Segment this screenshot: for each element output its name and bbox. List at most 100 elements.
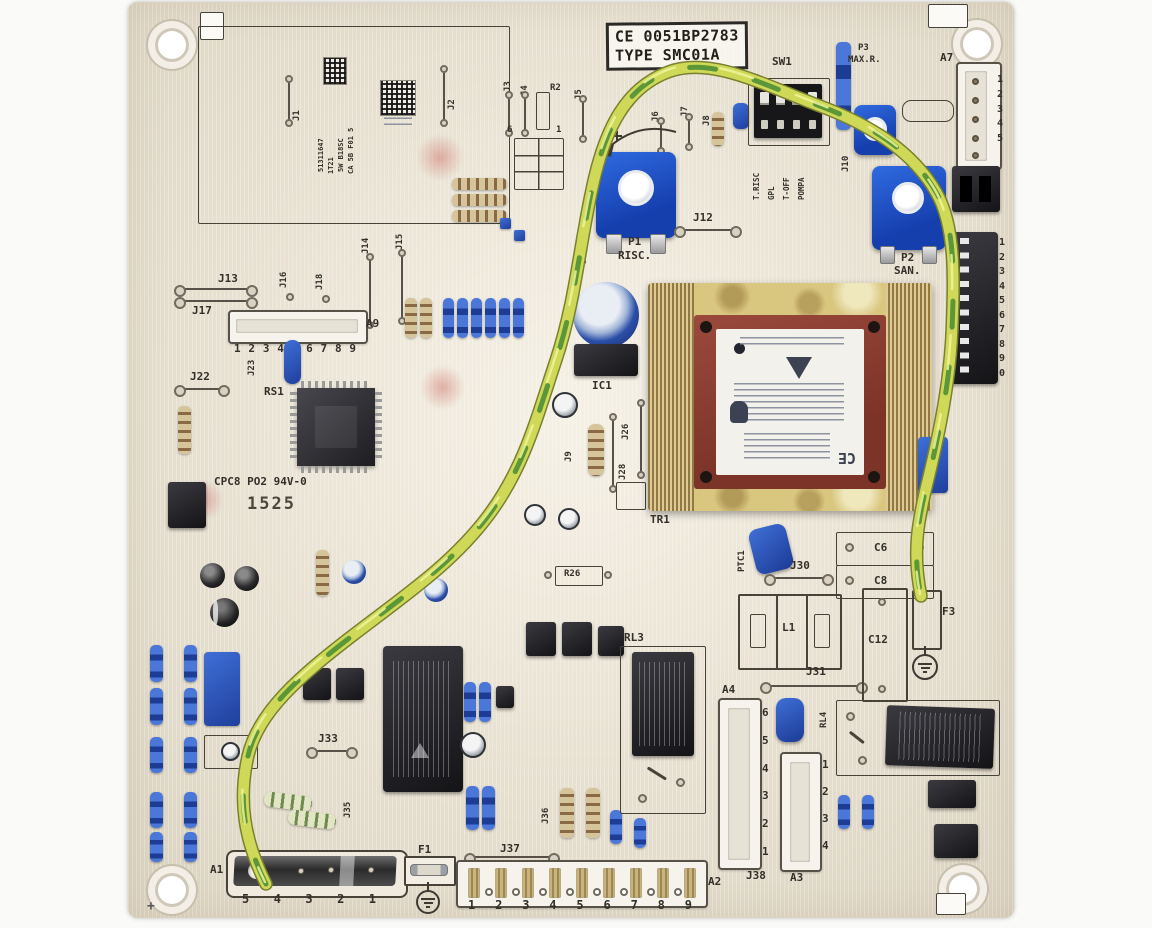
pin-number: 1	[822, 758, 829, 771]
connector-10pin-black	[948, 232, 998, 384]
mounting-hole-bottom-left	[155, 873, 189, 907]
a2-hole	[539, 888, 547, 896]
c12-label: C12	[868, 633, 888, 646]
a7-pin-numbers: 1 2 3 4 5	[997, 74, 1003, 144]
resistor	[452, 210, 507, 222]
resistor-blue	[482, 786, 495, 830]
resistor-blue	[479, 682, 491, 722]
pin-number: 9	[999, 353, 1006, 365]
resistor-outline	[902, 100, 954, 122]
a2-pin-numbers: 1 2 3 4 5 6 7 8 9	[468, 898, 692, 912]
a2-hole	[512, 888, 520, 896]
module-text-line: 51311647	[317, 138, 325, 172]
optocoupler	[303, 668, 331, 700]
resistor-blue	[838, 795, 850, 829]
trace	[637, 399, 645, 479]
j10-label: J10	[841, 155, 851, 172]
label-text-bars	[734, 383, 844, 423]
pin-number: 1	[468, 898, 476, 912]
a1-metal-strip	[233, 856, 397, 886]
pin-number: 9	[349, 342, 356, 355]
j1-jumper	[285, 75, 293, 127]
p1-function: RISC.	[618, 249, 652, 262]
rl4-label: RL4	[819, 711, 829, 728]
fuse-resistor-blue	[184, 688, 197, 725]
transformer-bobbin: CE	[694, 315, 886, 489]
pin-number: 4	[273, 892, 281, 906]
right-connector-pin-numbers: 1 2 3 4 5 6 7 8 9 0	[999, 237, 1005, 379]
a1-hole	[327, 867, 335, 873]
j28-label: J28	[618, 463, 628, 480]
pin-number: 6	[306, 342, 313, 355]
a1-pin-numbers: 5 4 3 2 1	[242, 892, 376, 906]
resistor	[712, 112, 724, 146]
module-text-line: 5W B18SC	[337, 138, 345, 172]
resistor	[452, 194, 507, 206]
pad	[915, 543, 924, 552]
j31-jumper	[760, 682, 868, 694]
dip-col-label: POMPA	[797, 177, 806, 200]
a2-contact	[549, 868, 561, 898]
rl4-relay	[884, 705, 996, 769]
j9-label: J9	[564, 451, 574, 462]
transformer-tape-top	[694, 283, 886, 317]
module-text-line: 1T21	[327, 157, 335, 174]
a1-notch	[339, 856, 355, 886]
pad	[878, 598, 886, 606]
fuse-resistor-blue	[150, 645, 163, 682]
pin-number: 6	[762, 706, 769, 719]
j37-jumper	[464, 853, 560, 865]
j20-label: J20	[579, 247, 589, 264]
electrolytic-capacitor	[200, 563, 225, 588]
a7-pin	[972, 152, 979, 159]
dip-toggle-2	[776, 92, 785, 105]
resistor	[586, 788, 600, 838]
pad	[676, 778, 685, 787]
a3-slot	[790, 762, 810, 862]
resistor-blue	[610, 810, 622, 844]
smd-pad	[514, 230, 525, 241]
dip-col-label: T-OFF	[782, 177, 791, 200]
fuse-resistor-blue	[184, 737, 197, 773]
qfp-pins	[301, 466, 371, 473]
pin-number: 4	[999, 280, 1006, 292]
f3-label: F3	[942, 605, 956, 618]
pin-number: 1	[999, 237, 1006, 248]
pin-number: 2	[495, 898, 503, 912]
earth-symbol	[912, 654, 938, 680]
datamatrix-code	[380, 80, 416, 116]
p3-label: P3	[858, 43, 869, 53]
resistor	[405, 298, 417, 338]
resistor-blue	[443, 298, 454, 338]
pin-number: 3	[522, 898, 530, 912]
trimmer-leg	[650, 234, 666, 254]
j2-label: J2	[447, 99, 457, 110]
f1-label: F1	[418, 843, 432, 856]
resistor	[316, 550, 329, 596]
pin-number: 7	[630, 898, 638, 912]
j22-jumper	[174, 385, 230, 397]
connector-slot	[960, 176, 972, 202]
trimmer-p1	[596, 152, 676, 254]
a7-label: A7	[940, 51, 954, 64]
a9-slot	[236, 319, 358, 333]
optocoupler	[934, 824, 978, 858]
dip-pin	[793, 120, 800, 129]
a1-wire-hole	[247, 862, 266, 879]
pin-number: 2	[337, 892, 345, 906]
transformer: CE	[648, 283, 932, 511]
fuse-resistor-blue	[150, 688, 163, 725]
pad	[846, 712, 855, 721]
pin-number: 6	[603, 898, 611, 912]
f1-outline	[404, 856, 456, 886]
capacitor	[558, 508, 580, 530]
a2-hole	[566, 888, 574, 896]
a1-hole	[297, 868, 305, 874]
ce-type-label: CE 0051BP2783 TYPE SMC01A	[605, 21, 749, 71]
pin-number: 3	[997, 103, 1004, 115]
r2-outline	[536, 92, 550, 130]
ptc1-label: PTC1	[737, 550, 747, 572]
capacitor	[221, 742, 240, 761]
f3-outline	[912, 590, 942, 650]
a2-contact	[603, 868, 615, 898]
